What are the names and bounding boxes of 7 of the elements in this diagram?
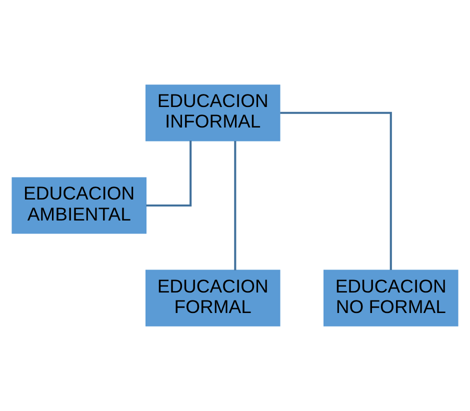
- connector: [146, 140, 192, 207]
- connector: [280, 112, 392, 270]
- node-box: EDUCACION NO FORMAL: [323, 270, 458, 326]
- node-box: EDUCACION INFORMAL: [145, 84, 280, 142]
- node-box: EDUCACION AMBIENTAL: [12, 177, 147, 234]
- node-box: EDUCACION FORMAL: [145, 270, 280, 326]
- connector: [234, 141, 236, 270]
